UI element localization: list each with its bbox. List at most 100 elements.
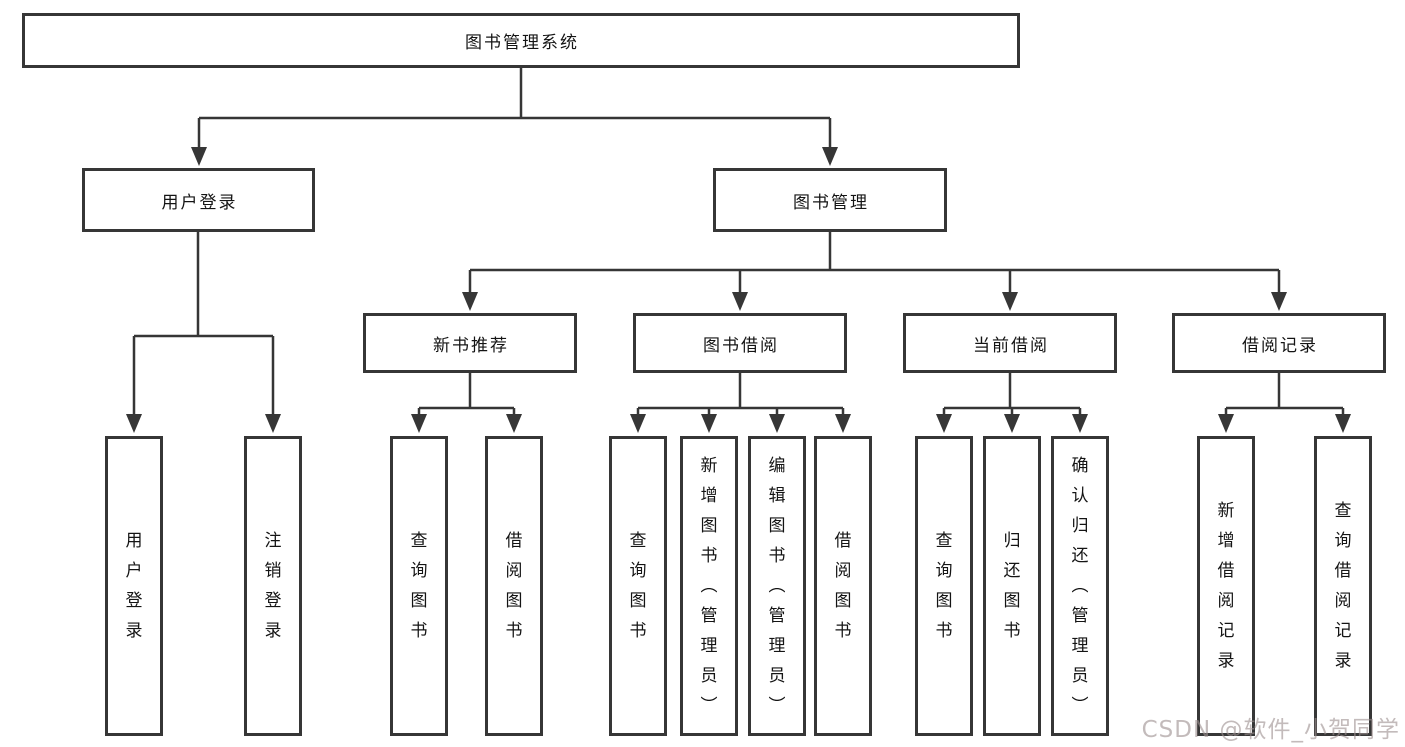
arrowhead-down-icon xyxy=(1218,414,1234,433)
node-label: 编辑图书︵管理员︶ xyxy=(768,455,786,716)
node-label-char: ︶ xyxy=(700,695,718,716)
node-label-char: 借 xyxy=(505,530,523,551)
node-label: 图书借阅 xyxy=(703,335,779,356)
node-root: 图书管理系统 xyxy=(22,13,1020,68)
node-label-char: 图 xyxy=(935,590,953,611)
node-label-char: 增 xyxy=(1217,530,1235,551)
node-label-char: 书 xyxy=(768,545,786,566)
node-leaf-query-borrow-record: 查询借阅记录 xyxy=(1314,436,1372,736)
node-label-char: ︵ xyxy=(1071,575,1089,596)
node-label: 图书管理系统 xyxy=(465,33,579,53)
node-label-char: 书 xyxy=(410,620,428,641)
node-current-borrow: 当前借阅 xyxy=(903,313,1117,373)
arrowhead-down-icon xyxy=(936,414,952,433)
node-label-char: 查 xyxy=(629,530,647,551)
node-label-char: 还 xyxy=(1071,545,1089,566)
node-label-char: 书 xyxy=(1003,620,1021,641)
node-label-char: 阅 xyxy=(1334,590,1352,611)
node-label-char: 询 xyxy=(1334,530,1352,551)
node-label-char: 管 xyxy=(700,605,718,626)
node-label-char: 录 xyxy=(125,620,143,641)
node-label-char: 询 xyxy=(410,560,428,581)
node-label: 查询图书 xyxy=(410,530,428,641)
node-label-char: 阅 xyxy=(834,560,852,581)
node-leaf-logout: 注销登录 xyxy=(244,436,302,736)
node-label-char: 还 xyxy=(1003,560,1021,581)
node-new-book-rec: 新书推荐 xyxy=(363,313,577,373)
node-label-char: 记 xyxy=(1334,620,1352,641)
arrowhead-down-icon xyxy=(265,414,281,433)
node-label: 注销登录 xyxy=(264,530,282,640)
node-label: 借阅记录 xyxy=(1242,335,1318,356)
node-label: 查询图书 xyxy=(629,530,647,640)
arrowhead-down-icon xyxy=(1271,292,1287,311)
node-label: 新书推荐 xyxy=(433,335,509,356)
node-label-char: 登 xyxy=(125,590,143,611)
node-label-char: 阅 xyxy=(505,560,523,581)
node-label-char: 图 xyxy=(1003,590,1021,611)
node-label-char: 员 xyxy=(1071,665,1089,686)
node-label-char: 编 xyxy=(768,455,786,476)
node-leaf-user-login: 用户登录 xyxy=(105,436,163,736)
node-label-char: 管 xyxy=(1071,605,1089,626)
node-label: 用户登录 xyxy=(161,192,238,213)
node-user-login: 用户登录 xyxy=(82,168,315,232)
node-label-char: 注 xyxy=(264,530,282,551)
node-book-borrow: 图书借阅 xyxy=(633,313,847,373)
arrowhead-down-icon xyxy=(1004,414,1020,433)
arrowhead-down-icon xyxy=(701,414,717,433)
node-leaf-add-book-admin: 新增图书︵管理员︶ xyxy=(680,436,738,736)
node-leaf-edit-book-admin: 编辑图书︵管理员︶ xyxy=(748,436,806,736)
node-label-char: 新 xyxy=(700,455,718,476)
node-label-char: 查 xyxy=(410,530,428,551)
node-label-char: 录 xyxy=(1217,650,1235,671)
node-label-char: 借 xyxy=(834,530,852,551)
node-leaf-return-books: 归还图书 xyxy=(983,436,1041,736)
node-label: 查询借阅记录 xyxy=(1334,500,1352,670)
node-label: 图书管理 xyxy=(793,192,869,213)
arrowhead-down-icon xyxy=(126,414,142,433)
node-label-char: 员 xyxy=(700,665,718,686)
node-label-char: ︶ xyxy=(768,695,786,716)
node-label-char: 查 xyxy=(935,530,953,551)
node-leaf-borrow-books-2: 借阅图书 xyxy=(814,436,872,736)
node-label-char: 用 xyxy=(125,530,143,551)
node-label-char: 阅 xyxy=(1217,590,1235,611)
node-label-char: ︵ xyxy=(768,575,786,596)
node-label-char: 借 xyxy=(1334,560,1352,581)
arrowhead-down-icon xyxy=(506,414,522,433)
arrowhead-down-icon xyxy=(769,414,785,433)
watermark: CSDN @软件_小贺同学 xyxy=(1141,717,1400,743)
node-label-char: 书 xyxy=(834,620,852,641)
node-label-char: 图 xyxy=(629,590,647,611)
node-label: 新增借阅记录 xyxy=(1217,502,1235,671)
node-label-char: 辑 xyxy=(768,485,786,506)
arrowhead-down-icon xyxy=(835,414,851,433)
node-label-char: 图 xyxy=(700,515,718,536)
node-label-char: 借 xyxy=(1217,560,1235,581)
node-label-char: 归 xyxy=(1003,530,1021,551)
node-label-char: 户 xyxy=(125,560,143,581)
arrowhead-down-icon xyxy=(411,414,427,433)
node-label-char: 理 xyxy=(700,635,718,656)
arrowhead-down-icon xyxy=(462,292,478,311)
arrowhead-down-icon xyxy=(630,414,646,433)
node-label-char: ︶ xyxy=(1071,695,1089,716)
arrowhead-down-icon xyxy=(732,292,748,311)
node-label-char: 查 xyxy=(1334,500,1352,521)
node-label-char: 理 xyxy=(768,635,786,656)
arrowhead-down-icon xyxy=(1335,414,1351,433)
node-label-char: 记 xyxy=(1217,620,1235,641)
node-label: 新增图书︵管理员︶ xyxy=(700,455,718,716)
node-label: 用户登录 xyxy=(125,530,143,641)
node-leaf-confirm-return-admin: 确认归还︵管理员︶ xyxy=(1051,436,1109,736)
arrowhead-down-icon xyxy=(191,147,207,166)
node-label-char: 登 xyxy=(264,590,282,611)
node-label-char: 认 xyxy=(1071,485,1089,506)
node-label-char: ︵ xyxy=(700,575,718,596)
node-label: 借阅图书 xyxy=(834,530,852,641)
node-label-char: 图 xyxy=(505,590,523,611)
node-label-char: 询 xyxy=(935,560,953,581)
node-label-char: 图 xyxy=(410,590,428,611)
